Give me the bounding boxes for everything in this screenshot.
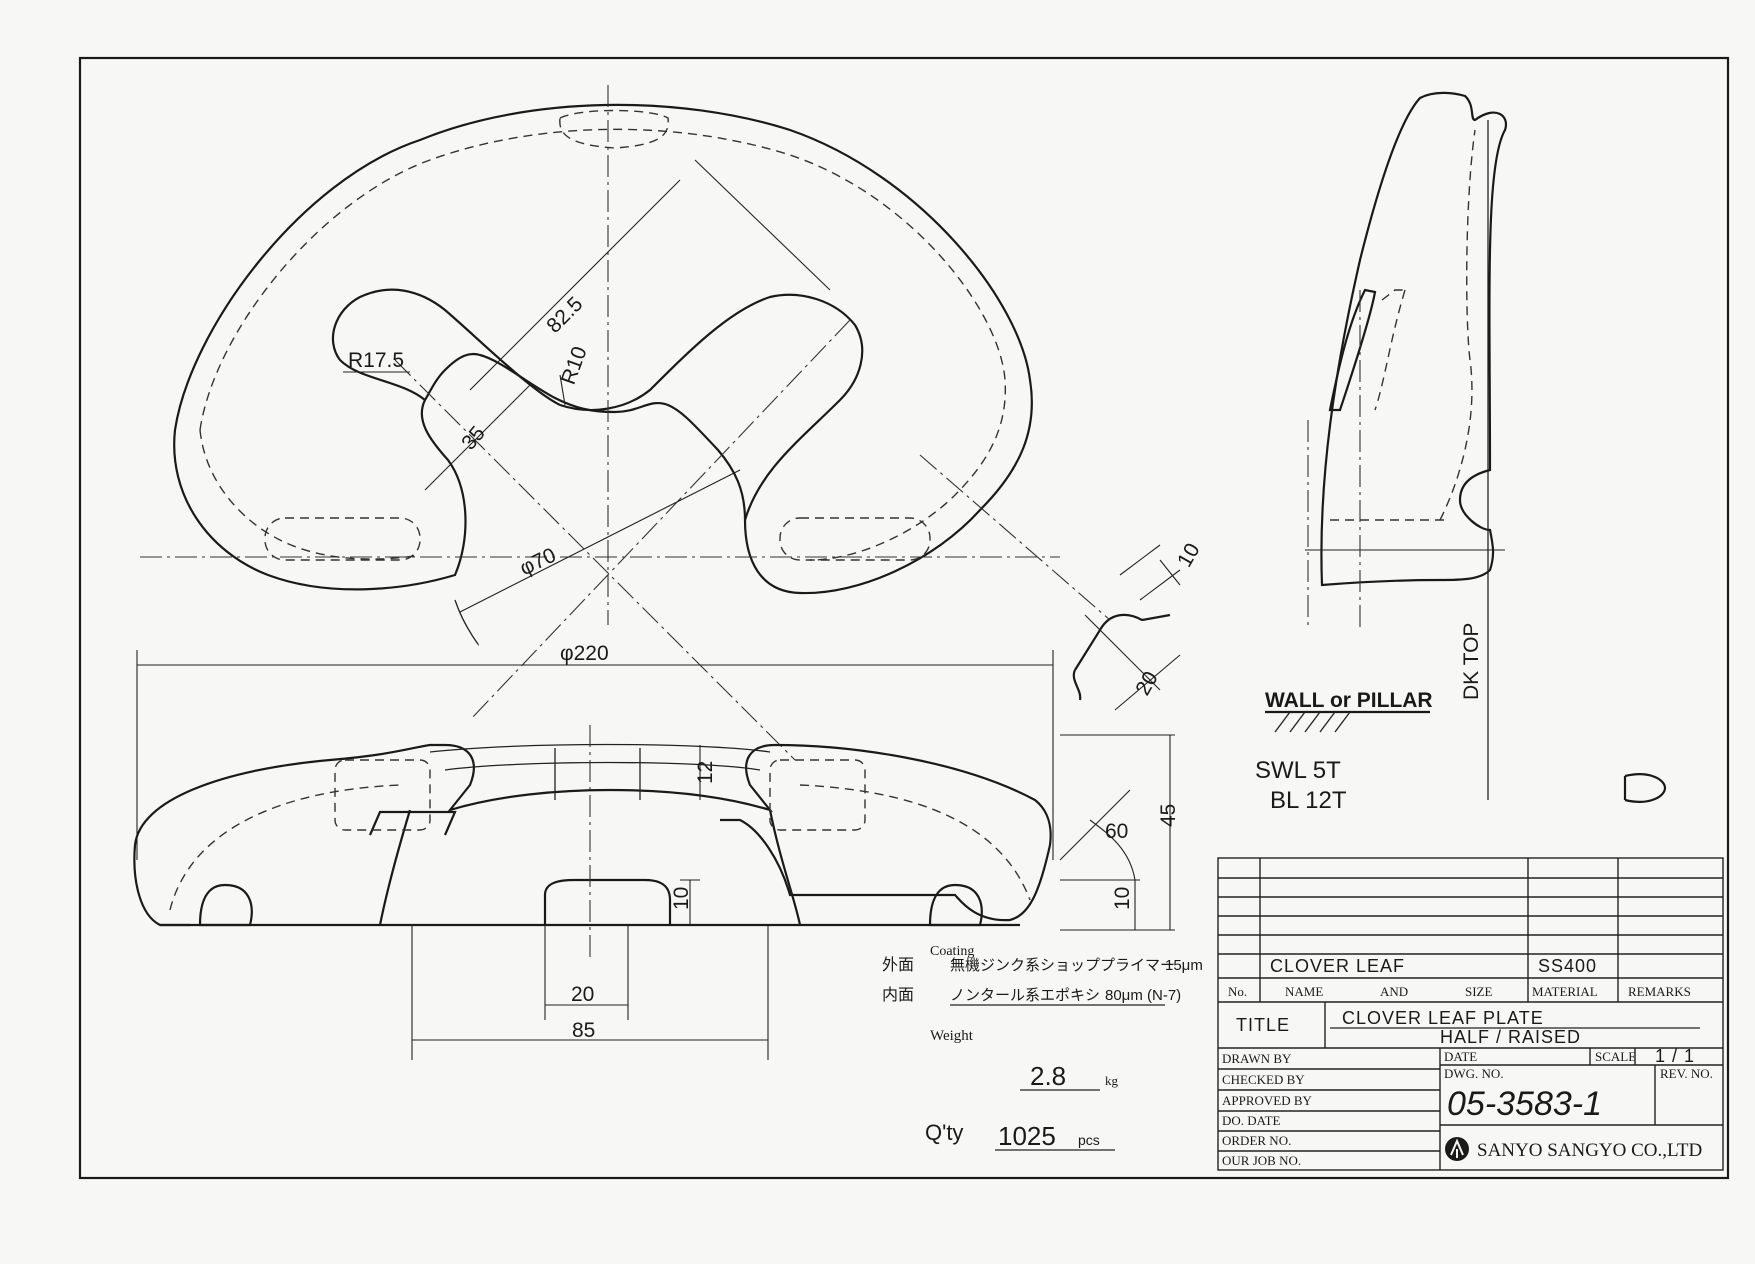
dim-45: 45 — [1157, 804, 1180, 827]
plan-cutout-right — [559, 293, 864, 521]
inner-prefix: 内面 — [882, 986, 914, 1004]
dim-60: 60 — [1105, 820, 1128, 843]
qty-label: Q'ty — [925, 1120, 963, 1145]
drawing-border — [78, 56, 1730, 1180]
plan-pad-right — [779, 517, 931, 561]
tb-do-date: DO. DATE — [1222, 1113, 1281, 1128]
tb-date-label: DATE — [1444, 1049, 1477, 1064]
tb-col-no: No. — [1228, 984, 1247, 999]
tb-scale-value: 1 / 1 — [1655, 1046, 1695, 1066]
dim-phi-220: φ220 — [560, 642, 609, 665]
detail-profile — [1074, 613, 1171, 671]
weight-value: 2.8 — [1030, 1061, 1066, 1091]
weight-unit: kg — [1105, 1073, 1119, 1088]
inner-thickness: 80μm (N-7) — [1105, 987, 1181, 1004]
dim-r-10: R10 — [557, 343, 592, 387]
tb-company: SANYO SANGYO CO.,LTD — [1477, 1140, 1702, 1161]
elevation-contour — [133, 743, 1052, 922]
tb-col-and: AND — [1380, 984, 1408, 999]
tb-col-size: SIZE — [1465, 984, 1493, 999]
dim-phi-70: φ70 — [516, 544, 559, 580]
tb-col-material: MATERIAL — [1532, 984, 1598, 999]
plan-pad-left — [264, 517, 421, 561]
elevation-hidden — [169, 784, 1031, 911]
bl-label: BL 12T — [1270, 787, 1347, 814]
tb-our-job-no: OUR JOB NO. — [1222, 1153, 1301, 1168]
plan-hidden-contour-left — [199, 429, 421, 560]
dim-85: 85 — [572, 1019, 595, 1042]
tb-title-sub: HALF / RAISED — [1440, 1027, 1581, 1047]
tb-col-remarks: REMARKS — [1628, 984, 1691, 999]
wall-label: WALL or PILLAR — [1265, 689, 1433, 712]
dim-12: 12 — [694, 761, 717, 784]
tb-dwg-no-label: DWG. NO. — [1444, 1066, 1504, 1081]
side-contour — [1320, 91, 1508, 587]
tb-col-name: NAME — [1285, 984, 1323, 999]
plan-view: 82.5 R17.5 R10 35 φ70 10 20 — [140, 85, 1205, 761]
dim-10-right: 10 — [1111, 887, 1134, 910]
tb-drawn-by: DRAWN BY — [1222, 1051, 1292, 1066]
outer-thickness: 15μm — [1165, 957, 1203, 974]
title-block: CLOVER LEAF SS400 No. NAME AND SIZE MATE… — [1217, 857, 1724, 1171]
dim-10-center: 10 — [670, 887, 693, 910]
coating-label: Coating — [930, 944, 974, 959]
tb-rev-no-label: REV. NO. — [1660, 1066, 1713, 1081]
plan-centerline-diag-right — [394, 359, 796, 761]
dim-82-5: 82.5 — [542, 293, 587, 338]
qty-value: 1025 — [998, 1121, 1056, 1151]
dim-20-detail: 20 — [1131, 668, 1163, 700]
plan-outer-contour — [173, 103, 1033, 595]
dim-20-bottom: 20 — [571, 983, 594, 1006]
dim-10-detail: 10 — [1173, 539, 1205, 571]
tb-name-value: CLOVER LEAF — [1270, 956, 1405, 976]
swl-label: SWL 5T — [1255, 757, 1341, 784]
tb-dwg-no-value: 05-3583-1 — [1447, 1085, 1602, 1123]
dim-82-5-line — [469, 179, 681, 391]
outer-prefix: 外面 — [882, 956, 914, 974]
plan-pad-top — [559, 109, 669, 149]
company-logo-icon — [1445, 1137, 1469, 1161]
tb-checked-by: CHECKED BY — [1222, 1072, 1305, 1087]
plan-centerline-diag-left — [469, 319, 851, 721]
outer-text: 無機ジンク系ショッププライマー — [950, 957, 1175, 974]
weight-label: Weight — [930, 1028, 974, 1044]
notes: Coating 外面 無機ジンク系ショッププライマー 15μm 内面 ノンタール… — [882, 944, 1203, 1151]
tb-approved-by: APPROVED BY — [1222, 1093, 1313, 1108]
plan-cutout-left — [331, 288, 561, 406]
inner-text: ノンタール系エポキシ — [950, 987, 1100, 1004]
elevation-view: φ220 12 45 60 10 — [133, 642, 1180, 1060]
plan-hidden-contour — [199, 128, 1007, 561]
qty-unit: pcs — [1078, 1132, 1100, 1148]
dim-r-17-5: R17.5 — [348, 349, 404, 372]
side-view: WALL or PILLAR DK TOP SWL 5T BL 12T — [1255, 91, 1508, 814]
tb-title-label: TITLE — [1236, 1015, 1290, 1035]
tb-title-value: CLOVER LEAF PLATE — [1342, 1008, 1544, 1028]
dk-top-label: DK TOP — [1460, 623, 1483, 700]
tb-order-no: ORDER NO. — [1222, 1133, 1291, 1148]
tb-scale-label: SCALE — [1595, 1049, 1636, 1064]
tb-material-value: SS400 — [1538, 956, 1597, 976]
projection-symbol — [1623, 773, 1667, 803]
